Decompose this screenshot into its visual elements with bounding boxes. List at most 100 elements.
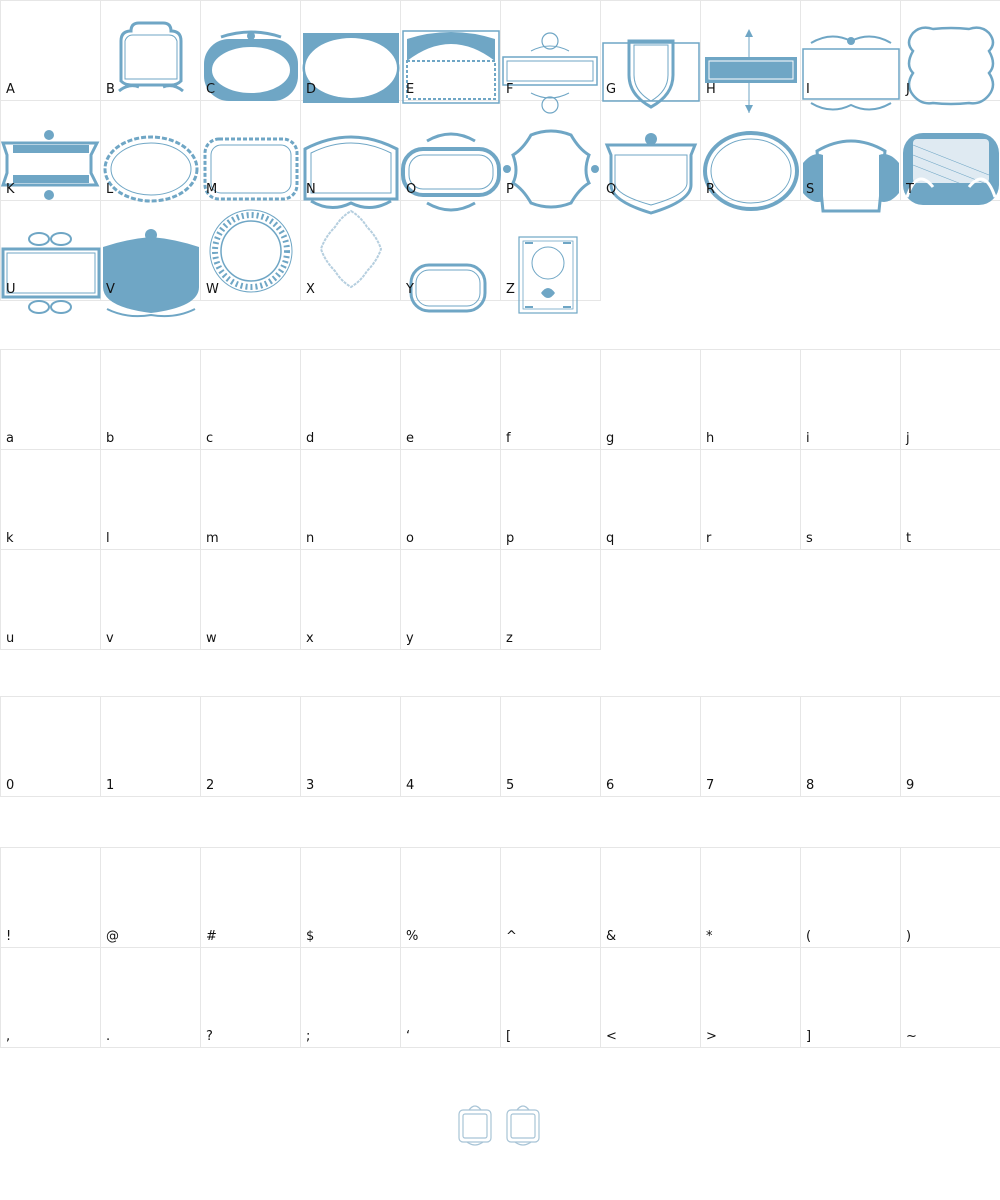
glyph-label: @: [106, 929, 119, 944]
glyph-cell-uppercase-12: M: [200, 100, 301, 201]
glyph-label: l: [106, 531, 110, 546]
arched-ribbon-frame-icon: [402, 30, 500, 104]
glyph-cell-uppercase-20: U: [0, 200, 101, 314]
glyph-label: d: [306, 431, 315, 446]
glyph-cell-lowercase-13: n: [300, 449, 401, 550]
glyph-cell-lowercase-10: k: [0, 449, 101, 550]
glyph-cell-digits-3: 3: [300, 696, 401, 797]
glyph-label: U: [6, 282, 16, 297]
glyph-cell-symbols-15: [: [500, 947, 601, 1048]
glyph-cell-uppercase-0: A: [0, 0, 101, 101]
ribbon-swirl-frame-icon: [803, 139, 899, 213]
glyph-cell-uppercase-8: I: [800, 0, 901, 111]
glyph-cell-lowercase-12: m: [200, 449, 301, 550]
glyph-label: G: [606, 82, 617, 97]
hatched-scroll-frame-icon: [903, 133, 999, 205]
glyph-cell-lowercase-15: p: [500, 449, 601, 550]
glyph-label: e: [406, 431, 414, 446]
glyph-label: k: [6, 531, 14, 546]
glyph-cell-lowercase-4: e: [400, 349, 501, 450]
glyph-label: 8: [806, 778, 815, 793]
glyph-label: H: [706, 82, 716, 97]
glyph-cell-uppercase-16: Q: [600, 100, 701, 215]
shield-frame-icon: [602, 39, 700, 109]
glyph-cell-uppercase-14: O: [400, 100, 501, 212]
ornate-label-frame-icon: [0, 130, 100, 200]
oval-in-rectangle-frame-icon: [302, 33, 400, 103]
glyph-label: x: [306, 631, 314, 646]
glyph-label: Z: [506, 282, 515, 297]
glyph-cell-lowercase-6: g: [600, 349, 701, 450]
lacy-diamond-frame-icon: [319, 209, 383, 289]
glyph-label: $: [306, 929, 315, 944]
glyph-label: (: [806, 929, 812, 944]
glyph-cell-digits-9: 9: [900, 696, 1000, 797]
glyph-cell-uppercase-3: D: [300, 0, 401, 103]
glyph-cell-symbols-10: ,: [0, 947, 101, 1048]
glyph-label: [: [506, 1029, 512, 1044]
glyph-cell-lowercase-21: v: [100, 549, 201, 650]
glyph-cell-symbols-0: !: [0, 847, 101, 948]
glyph-label: s: [806, 531, 813, 546]
glyph-label: T: [906, 182, 914, 197]
glyph-label: S: [806, 182, 815, 197]
glyph-label: ;: [306, 1029, 311, 1044]
glyph-label: 2: [206, 778, 215, 793]
rounded-ornate-frame-icon: [401, 132, 501, 212]
glyph-label: ,: [6, 1029, 11, 1044]
glyph-cell-symbols-19: ~: [900, 947, 1000, 1048]
glyph-cell-lowercase-14: o: [400, 449, 501, 550]
glyph-label: B: [106, 82, 115, 97]
double-rounded-frame-icon: [409, 263, 487, 313]
glyph-label: h: [706, 431, 715, 446]
filigree-oval-frame-icon: [103, 135, 199, 203]
ornate-oval-frame-icon: [204, 30, 298, 101]
glyph-label: m: [206, 531, 219, 546]
filigree-rectangle-frame-icon: [203, 137, 299, 201]
beaded-circle-frame-icon: [209, 209, 293, 293]
glyph-label: M: [206, 182, 218, 197]
glyph-label: 0: [6, 778, 15, 793]
glyph-label: b: [106, 431, 115, 446]
glyph-cell-lowercase-11: l: [100, 449, 201, 550]
glyph-cell-symbols-18: ]: [800, 947, 901, 1048]
glyph-label: ~: [906, 1029, 917, 1044]
glyph-label: X: [306, 282, 315, 297]
swirl-banner-frame-icon: [1, 232, 101, 314]
glyph-label: <: [606, 1029, 617, 1044]
glyph-label: I: [806, 82, 810, 97]
glyph-label: &: [606, 929, 617, 944]
glyph-cell-uppercase-17: R: [700, 100, 801, 211]
glyph-label: D: [306, 82, 317, 97]
glyph-cell-lowercase-17: r: [700, 449, 801, 550]
glyph-label: i: [806, 431, 810, 446]
frame-preview-icons: [455, 1100, 545, 1150]
arched-plaque-frame-icon: [303, 135, 399, 209]
glyph-cell-uppercase-18: S: [800, 100, 901, 213]
glyph-cell-lowercase-9: j: [900, 349, 1000, 450]
glyph-label: 9: [906, 778, 915, 793]
glyph-cell-symbols-9: ): [900, 847, 1000, 948]
glyph-cell-uppercase-4: E: [400, 0, 501, 104]
glyph-label: L: [106, 182, 114, 197]
glyph-label: f: [506, 431, 511, 446]
glyph-cell-lowercase-20: u: [0, 549, 101, 650]
glyph-cell-lowercase-7: h: [700, 349, 801, 450]
glyph-label: ): [906, 929, 912, 944]
glyph-cell-lowercase-3: d: [300, 349, 401, 450]
glyph-label: ]: [806, 1029, 812, 1044]
glyph-cell-symbols-14: ‘: [400, 947, 501, 1048]
glyph-cell-symbols-11: .: [100, 947, 201, 1048]
glyph-label: o: [406, 531, 414, 546]
glyph-cell-lowercase-8: i: [800, 349, 901, 450]
glyph-label: C: [206, 82, 216, 97]
glyph-cell-digits-0: 0: [0, 696, 101, 797]
glyph-label: J: [906, 82, 910, 97]
glyph-cell-symbols-4: %: [400, 847, 501, 948]
glyph-cell-lowercase-24: y: [400, 549, 501, 650]
glyph-label: 3: [306, 778, 315, 793]
glyph-cell-uppercase-11: L: [100, 100, 201, 203]
round-oval-frame-icon: [703, 131, 799, 211]
